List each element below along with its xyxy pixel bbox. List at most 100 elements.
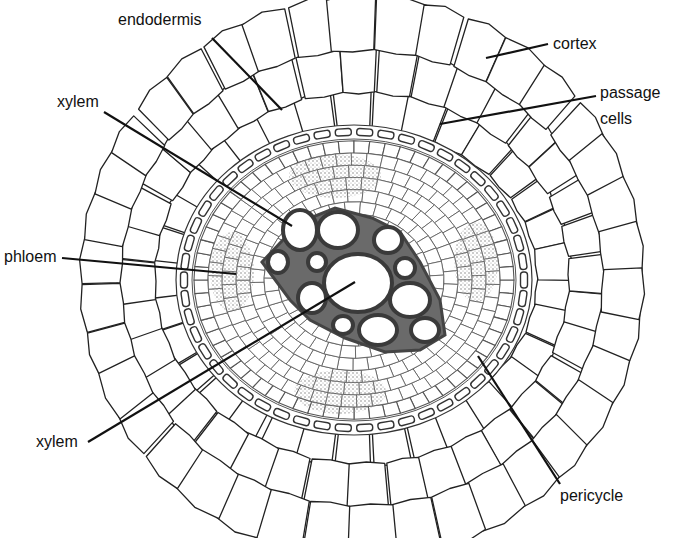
endodermis-cell	[357, 128, 373, 136]
endodermis-cell	[254, 148, 271, 162]
pericycle-cell	[499, 266, 514, 280]
endodermis-cell	[506, 217, 519, 234]
pericycle-cell	[338, 141, 354, 154]
cortex-cell	[242, 9, 295, 71]
endodermis-cell	[377, 421, 394, 431]
xylem-vessel	[283, 210, 317, 250]
endodermis-cell	[436, 148, 453, 162]
endodermis-cell	[496, 343, 510, 360]
phloem-patch	[289, 154, 381, 198]
endodermis-cell	[470, 373, 486, 389]
leader-lines	[62, 38, 596, 484]
xylem-vessel	[324, 254, 392, 312]
xylem-vessel	[308, 253, 326, 271]
endodermis-cell	[198, 200, 212, 217]
endodermis-cell	[418, 408, 435, 421]
endodermis-ring	[176, 125, 532, 435]
pericycle-cell	[499, 280, 514, 294]
xylem-vessel	[411, 318, 439, 342]
endodermis-cell	[254, 398, 271, 412]
cortex-cell	[346, 504, 397, 538]
endodermis-cell	[273, 140, 290, 153]
cortex-cell	[601, 268, 644, 320]
part-label: xylem	[36, 432, 78, 452]
endodermis-cell	[496, 200, 510, 217]
part-label: cortex	[553, 34, 597, 54]
cortex-cell	[599, 221, 643, 273]
cortex-cell	[432, 483, 486, 538]
xylem-vessel	[333, 316, 353, 334]
phloem-patch	[454, 222, 498, 302]
leader-line	[486, 44, 548, 58]
xylem-vessel	[395, 258, 415, 278]
endodermis-cell	[470, 171, 486, 187]
phloem-patch	[294, 370, 386, 414]
endodermis-cell	[518, 253, 527, 270]
xylem-vessel	[374, 227, 402, 253]
leader-line	[88, 282, 355, 442]
pericycle-cell	[194, 280, 209, 294]
stele-cell	[442, 284, 458, 298]
endodermis-cell	[398, 134, 415, 145]
endodermis-cell	[184, 235, 195, 252]
part-label: pericycle	[560, 486, 623, 506]
stele-cell	[353, 358, 369, 371]
part-label: phloem	[4, 247, 56, 267]
part-label: passage cells	[600, 80, 676, 133]
pericycle-cell	[194, 266, 209, 280]
endodermis-cell	[418, 140, 435, 153]
endodermis-cell	[398, 415, 415, 426]
endodermis-cell	[513, 235, 524, 252]
endodermis-cell	[454, 386, 471, 401]
endodermis-cell	[293, 134, 310, 145]
xylem-wall	[262, 208, 445, 352]
cortex-cell	[81, 283, 125, 332]
endodermis-cell	[181, 272, 188, 288]
endodermis-cell	[293, 415, 310, 426]
endodermis-cell	[377, 130, 394, 140]
cortex-cell	[304, 459, 349, 508]
leader-line	[478, 356, 560, 484]
endodermis-cell	[314, 130, 331, 140]
endodermis-cell	[209, 185, 225, 202]
endodermis-outer	[176, 125, 532, 435]
endodermis-cell	[198, 343, 212, 360]
endodermis-cell	[184, 308, 195, 325]
cortex-cells	[80, 0, 645, 538]
pericycle-cell	[354, 141, 370, 154]
endodermis-cell	[513, 308, 524, 325]
phloem-patches	[210, 154, 498, 414]
endodermis-inner	[192, 139, 516, 421]
stele-cell	[337, 357, 353, 370]
endodermis-cell	[335, 424, 351, 432]
endodermis-cell	[335, 128, 351, 136]
part-label: xylem	[57, 92, 99, 112]
cortex-cell	[327, 0, 376, 52]
endodermis-cell	[222, 373, 238, 389]
cortex-cell	[391, 497, 442, 538]
endodermis-cell	[237, 386, 254, 401]
endodermis-cell	[357, 424, 373, 432]
endodermis-cell	[436, 398, 453, 412]
xylem-vessel	[318, 212, 358, 248]
endodermis-cell	[518, 290, 527, 307]
leader-line	[212, 38, 282, 110]
stele-cell	[428, 261, 444, 276]
endodermis-cell	[454, 158, 471, 173]
endodermis-cell	[189, 326, 202, 343]
leader-line	[440, 96, 596, 124]
endodermis-cell	[314, 421, 331, 431]
leader-line	[62, 258, 236, 274]
endodermis-cell	[189, 217, 202, 234]
endodermis-cell	[506, 326, 519, 343]
endodermis-cell	[181, 290, 190, 307]
xylem-vessel	[268, 251, 288, 273]
endodermis-cell	[484, 185, 500, 202]
endodermis-cell	[237, 158, 254, 173]
cortex-cell	[303, 502, 350, 538]
endodermis-cell	[273, 408, 290, 421]
pericycle-cell	[195, 293, 211, 308]
stele-cell	[340, 345, 356, 358]
pericycle-cell	[323, 142, 340, 156]
